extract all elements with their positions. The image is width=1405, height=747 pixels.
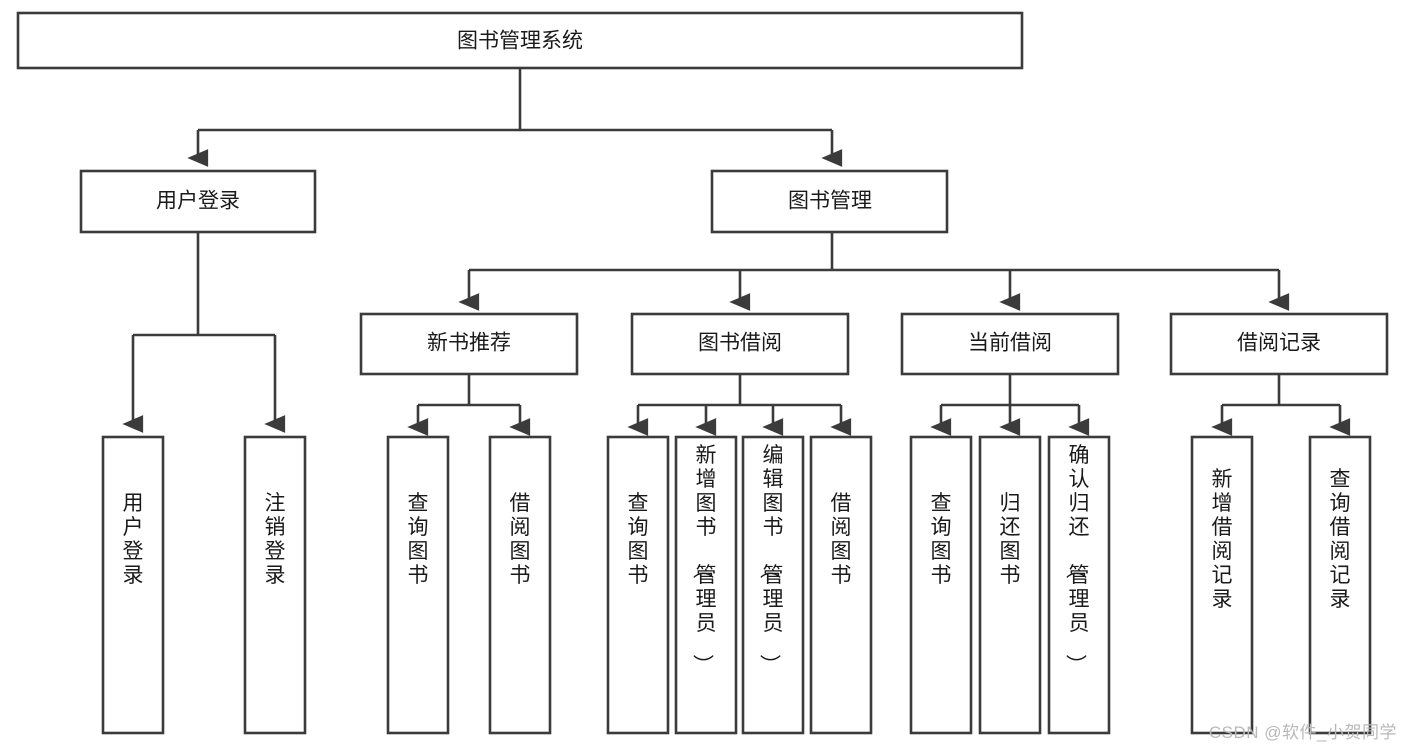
node-user-login-label: 用户登录 [156,190,240,213]
leaf-add-borrow-record-label: 新增借阅记录 [1212,468,1233,611]
node-new-book-recommend[interactable]: 新书推荐 [359,312,579,376]
leaf-user-login[interactable]: 用户登录 [101,435,165,735]
node-book-borrow-label: 图书借阅 [698,332,782,355]
connector-root-to-level2 [187,68,843,167]
leaf-edit-book-admin-label: 编辑图书（管理员） [758,444,784,675]
leaf-add-book-admin-label: 新增图书（管理员） [691,444,717,675]
node-current-borrow[interactable]: 当前借阅 [900,312,1120,376]
connector-current-borrow-to-leaves [930,374,1090,436]
node-user-login[interactable]: 用户登录 [79,169,317,234]
leaf-confirm-return-admin[interactable]: 确认归还（管理员） [1047,435,1111,735]
leaf-query-book-2[interactable]: 查询图书 [606,435,670,735]
leaf-user-login-label: 用户登录 [123,492,144,587]
leaf-query-book-3-label: 查询图书 [931,492,952,587]
leaf-logout-login[interactable]: 注销登录 [243,435,307,735]
leaf-query-book-1[interactable]: 查询图书 [386,435,450,735]
connector-new-book-recommend-to-leaves [407,374,531,436]
node-new-book-recommend-label: 新书推荐 [427,332,511,355]
leaf-add-borrow-record[interactable]: 新增借阅记录 [1190,435,1254,735]
node-book-manage-label: 图书管理 [788,190,872,213]
connector-borrow-record-to-leaves [1211,374,1351,436]
connector-book-borrow-to-leaves [627,374,852,436]
leaf-return-book-label: 归还图书 [1000,492,1021,587]
leaf-return-book[interactable]: 归还图书 [978,435,1042,735]
leaf-borrow-book-2-label: 借阅图书 [831,492,852,587]
node-root-label: 图书管理系统 [457,30,583,53]
connector-book-manage-to-level3 [458,232,1290,311]
leaf-query-borrow-record-label: 查询借阅记录 [1330,468,1351,611]
leaf-query-book-2-label: 查询图书 [628,492,649,587]
leaf-query-borrow-record[interactable]: 查询借阅记录 [1308,435,1372,735]
csdn-watermark: CSDN @软件_小贺同学 [1208,723,1397,742]
node-book-manage[interactable]: 图书管理 [710,169,949,234]
node-root[interactable]: 图书管理系统 [16,11,1024,70]
leaf-borrow-book-1[interactable]: 借阅图书 [488,435,552,735]
leaf-borrow-book-1-label: 借阅图书 [510,492,531,587]
node-borrow-record-label: 借阅记录 [1237,332,1321,355]
leaf-logout-login-label: 注销登录 [265,492,286,587]
leaf-confirm-return-admin-label: 确认归还（管理员） [1064,444,1090,675]
leaf-query-book-1-label: 查询图书 [408,492,429,587]
node-borrow-record[interactable]: 借阅记录 [1169,312,1389,376]
connector-user-login-to-leaves [122,232,286,433]
leaf-edit-book-admin[interactable]: 编辑图书（管理员） [741,435,805,735]
leaf-query-book-3[interactable]: 查询图书 [909,435,973,735]
leaf-add-book-admin[interactable]: 新增图书（管理员） [674,435,738,735]
leaf-borrow-book-2[interactable]: 借阅图书 [809,435,873,735]
node-book-borrow[interactable]: 图书借阅 [630,312,850,376]
node-current-borrow-label: 当前借阅 [968,332,1052,355]
